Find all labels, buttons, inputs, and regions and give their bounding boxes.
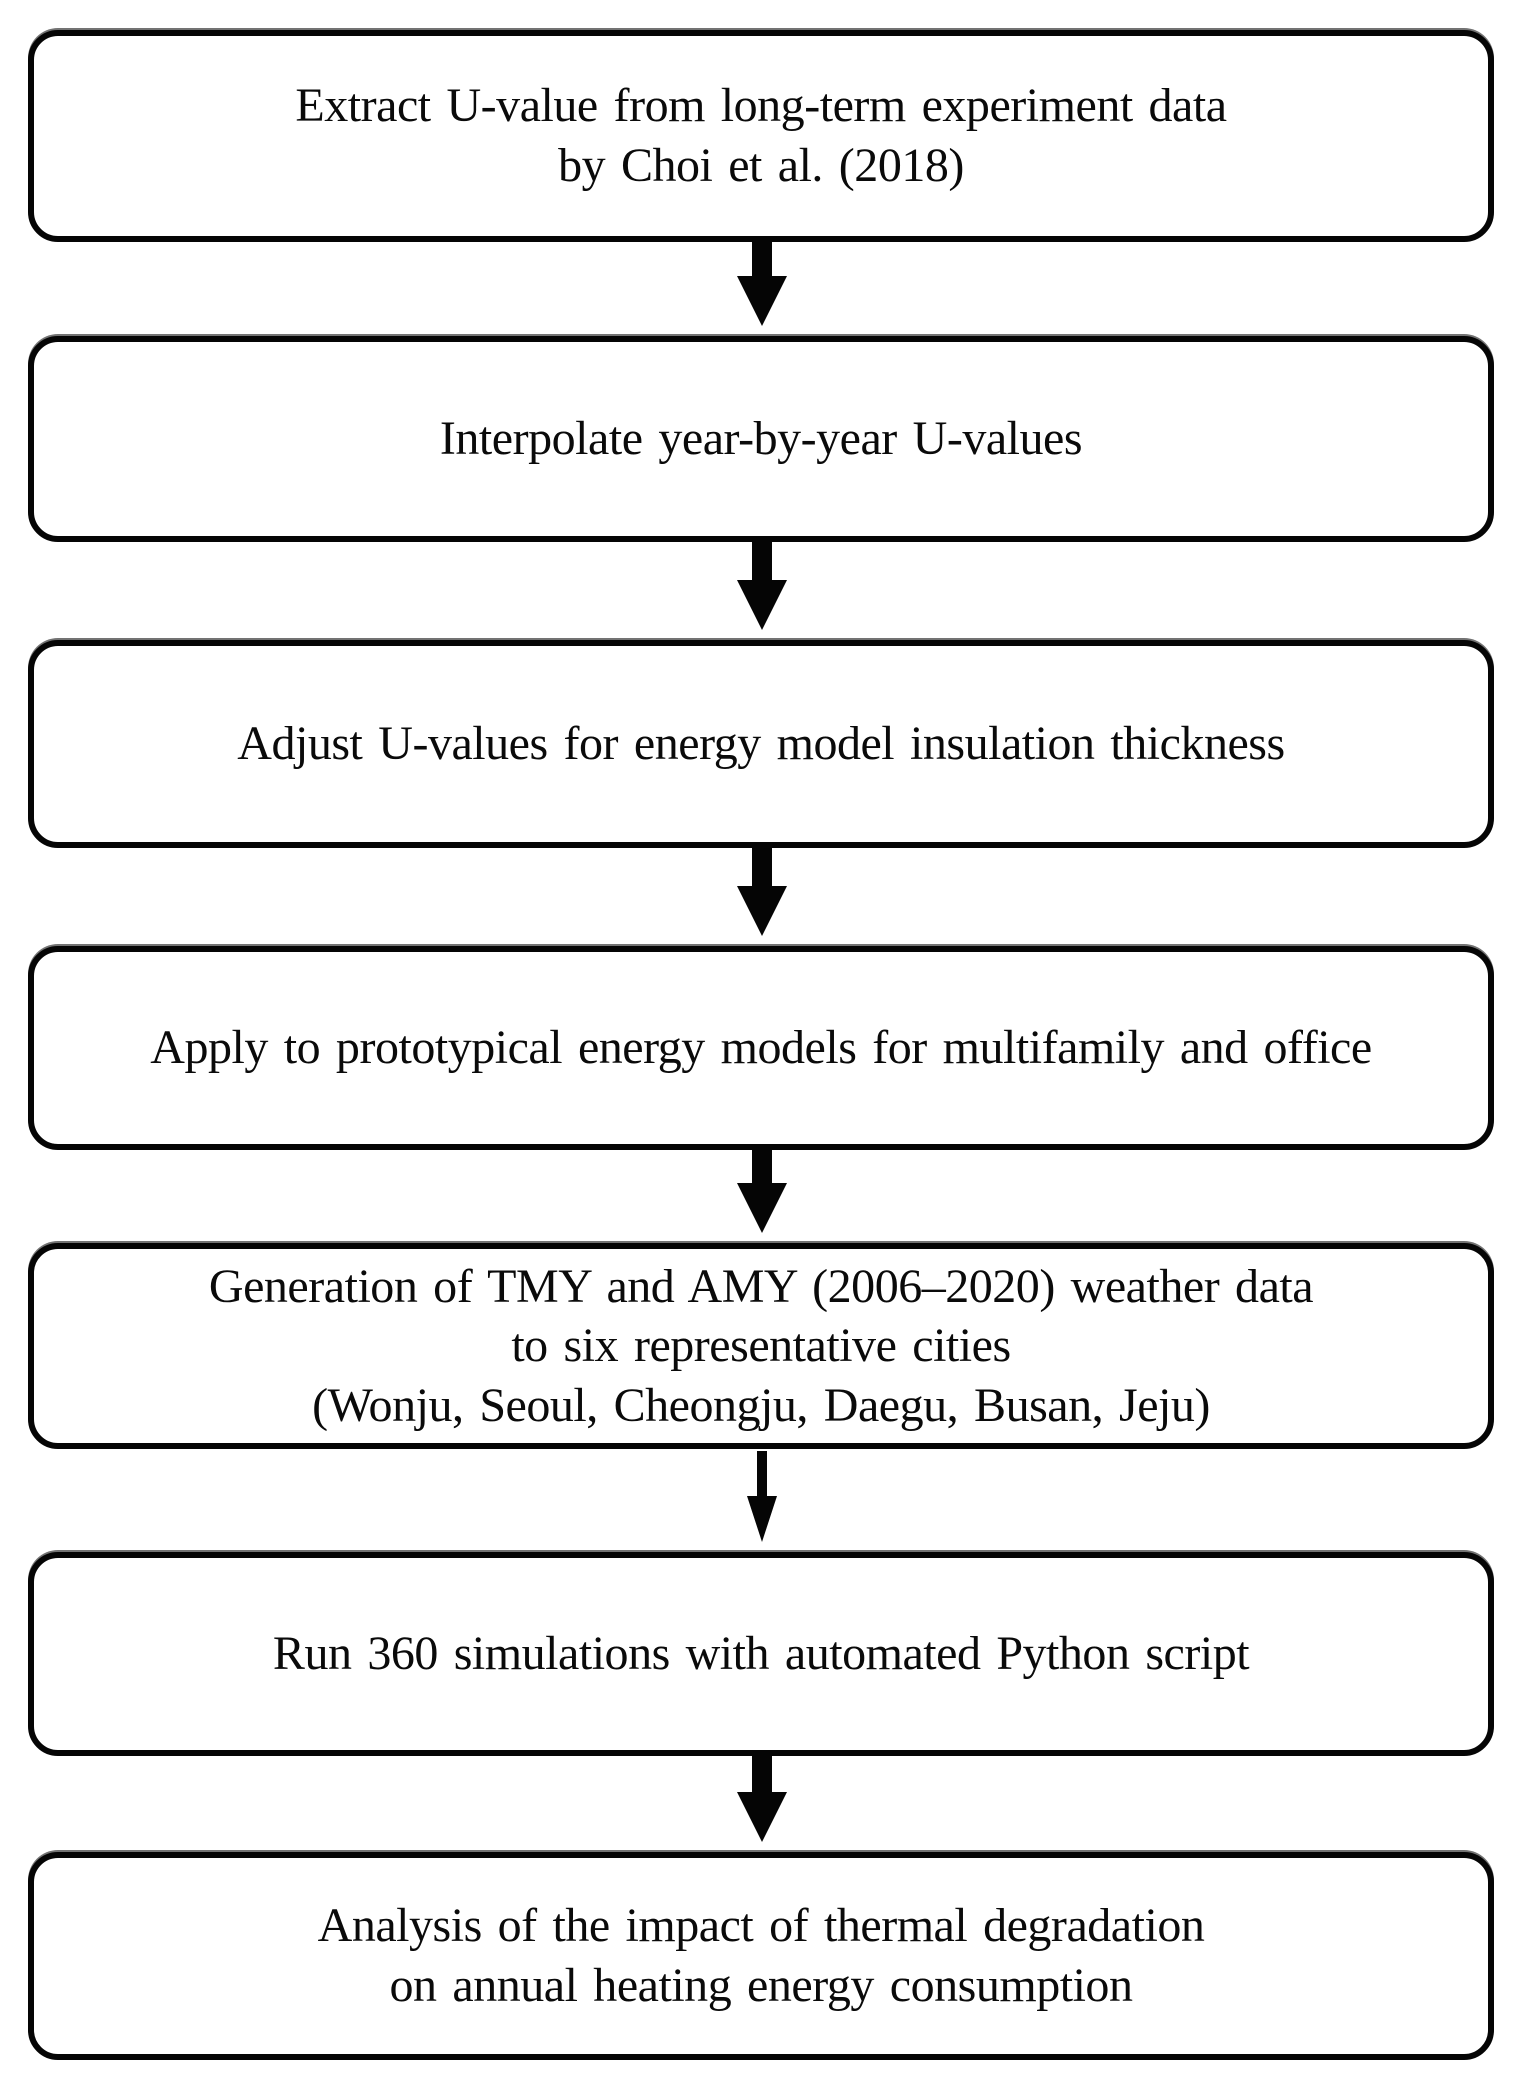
down-arrow-icon bbox=[732, 1754, 792, 1850]
down-arrow-icon bbox=[732, 1451, 792, 1550]
flow-step-text: Apply to prototypical energy models for … bbox=[150, 1021, 1372, 1075]
flow-step-weather-data: Generation of TMY and AMY (2006–2020) we… bbox=[28, 1243, 1494, 1449]
flow-step-text: Adjust U-values for energy model insulat… bbox=[237, 717, 1285, 771]
flow-step-text: Extract U-value from long-term experimen… bbox=[295, 79, 1227, 192]
flow-step-text: Analysis of the impact of thermal degrad… bbox=[317, 1899, 1205, 2012]
flow-step-analysis: Analysis of the impact of thermal degrad… bbox=[28, 1852, 1494, 2060]
down-arrow-icon bbox=[732, 540, 792, 638]
flow-step-apply-models: Apply to prototypical energy models for … bbox=[28, 946, 1494, 1150]
flow-step-extract-u-value: Extract U-value from long-term experimen… bbox=[28, 30, 1494, 242]
arrow-head bbox=[737, 1183, 787, 1233]
arrow-shaft bbox=[752, 240, 772, 276]
arrow-shaft bbox=[752, 1148, 772, 1183]
down-arrow-icon bbox=[732, 846, 792, 944]
arrow-head bbox=[737, 886, 787, 936]
flow-step-run-simulations: Run 360 simulations with automated Pytho… bbox=[28, 1552, 1494, 1756]
arrow-head bbox=[737, 580, 787, 630]
arrow-head bbox=[737, 1792, 787, 1842]
down-arrow-icon bbox=[732, 240, 792, 334]
arrow-shaft bbox=[752, 1754, 772, 1792]
flow-step-adjust-u-values: Adjust U-values for energy model insulat… bbox=[28, 640, 1494, 848]
down-arrow-icon bbox=[732, 1148, 792, 1241]
flow-step-text: Run 360 simulations with automated Pytho… bbox=[272, 1627, 1250, 1681]
flow-step-text: Generation of TMY and AMY (2006–2020) we… bbox=[208, 1259, 1314, 1432]
arrow-head bbox=[737, 276, 787, 326]
arrow-shaft bbox=[752, 846, 772, 886]
flow-step-text: Interpolate year-by-year U-values bbox=[439, 412, 1083, 466]
arrow-shaft bbox=[757, 1451, 767, 1496]
arrow-shaft bbox=[752, 540, 772, 580]
arrow-head bbox=[747, 1496, 777, 1542]
flow-step-interpolate: Interpolate year-by-year U-values bbox=[28, 336, 1494, 542]
